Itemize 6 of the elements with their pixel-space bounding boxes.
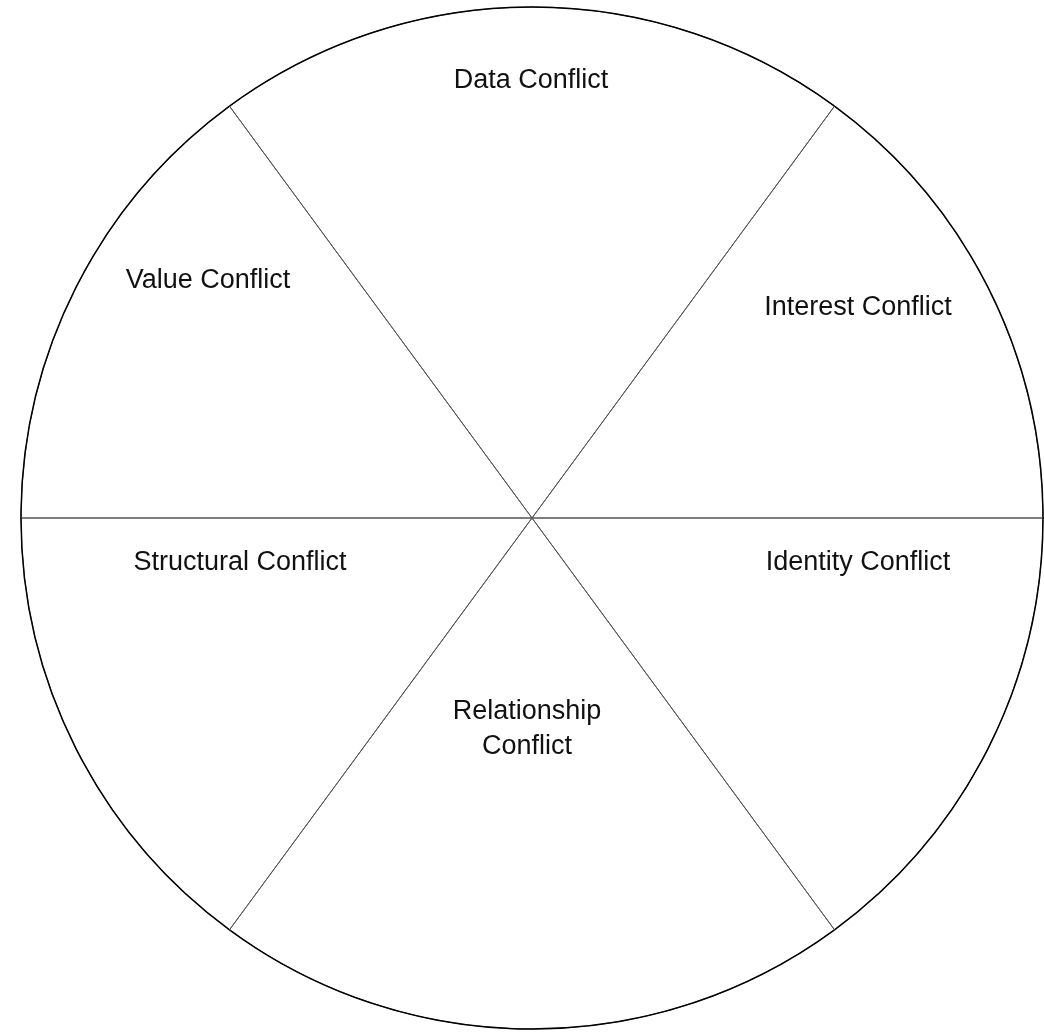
sector-label: Structural Conflict (133, 545, 347, 579)
sector-label: Data Conflict (453, 63, 609, 97)
sector-label: Value Conflict (125, 263, 291, 297)
sector-label: Relationship Conflict (451, 693, 603, 762)
sector-label: Identity Conflict (765, 545, 951, 579)
sector-label: Interest Conflict (764, 290, 952, 324)
